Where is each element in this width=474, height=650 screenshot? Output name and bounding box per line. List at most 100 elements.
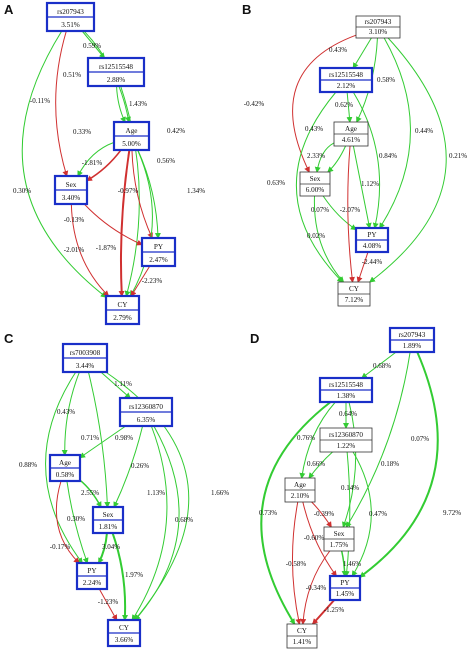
panel-b-edge-label: 0.44% [415, 127, 433, 135]
node-value: 2.88% [107, 76, 126, 84]
panel-c-edge-label: 1.66% [211, 489, 229, 497]
node-name: PY [340, 579, 350, 587]
panel-b-edge-label: -2.44% [362, 258, 383, 266]
panel-c-edge-label: 0.98% [115, 434, 133, 442]
panel-b-edge-rs207943-sex [292, 30, 362, 173]
panel-d-edge-sex-cy [300, 545, 336, 625]
node-value: 1.38% [337, 392, 356, 400]
node-value: 1.75% [330, 541, 349, 549]
node-value: 1.22% [337, 442, 356, 450]
node-name: CY [119, 624, 130, 632]
edge-labels-layer: 0.59%0.51%-0.11%1.43%0.33%0.42%0.30%-1.8… [13, 42, 467, 614]
panel-d-edge-rs12360870-py [343, 446, 351, 577]
panel-a-node-rs207943: rs207943 3.51% [45, 1, 96, 33]
node-name: Sex [103, 511, 114, 519]
panel-a-edge-label: -1.81% [82, 159, 103, 167]
node-name: rs12360870 [129, 403, 163, 411]
node-name: CY [118, 301, 129, 309]
panel-b-edge-rs207943-rs12515548 [352, 32, 377, 69]
panel-d-edge-label: 0.64% [339, 410, 357, 418]
panel-a-edge-label: -2.23% [142, 277, 163, 285]
node-name: CY [349, 285, 360, 293]
panel-a-edge-label: 0.30% [13, 187, 31, 195]
panel-d-edge-label: -0.34% [306, 584, 327, 592]
node-value: 3.51% [61, 21, 80, 29]
panel-c-edge-py-cy [94, 583, 118, 621]
panel-a-edge-label: -0.13% [64, 216, 85, 224]
panel-a-node-py: PY 2.47% [140, 236, 177, 268]
panel-a-edge-rs207943-sex [55, 25, 71, 177]
panel-a-edge-py-cy [130, 260, 155, 297]
edges-layer [21, 25, 447, 625]
panel-a-edge-label: 0.59% [83, 42, 101, 50]
panel-d-edge-label: -0.39% [314, 510, 335, 518]
panel-label-b: B [242, 2, 251, 17]
panel-b-edge-label: 2.33% [307, 152, 325, 160]
node-value: 1.45% [336, 590, 355, 598]
panel-c-edge-label: 1.97% [125, 571, 143, 579]
node-name: PY [154, 243, 164, 251]
panel-a-edge-age-py [133, 144, 161, 239]
panel-b-edge-label: 0.21% [449, 152, 467, 160]
panel-d-edge-rs207943-py [359, 346, 439, 578]
panel-d-edge-sex-py [337, 545, 348, 577]
node-value: 0.58% [56, 471, 75, 479]
node-name: Age [345, 125, 357, 133]
panel-a-edge-label: 0.56% [157, 157, 175, 165]
panel-d-edge-label: -0.60% [304, 534, 325, 542]
panel-b-edge-sex-cy [311, 190, 345, 283]
panel-a-edge-age-cy [118, 144, 134, 297]
panel-a-edge-sex-cy [68, 198, 110, 297]
panel-a-edge-sex-py [78, 198, 143, 246]
panel-c-edge-age-py [55, 475, 80, 564]
node-name: rs207943 [57, 8, 84, 16]
panel-d-edge-label: 0.18% [381, 460, 399, 468]
panel-b-edge-py-cy [356, 246, 373, 283]
panel-a-edge-label: 1.34% [187, 187, 205, 195]
panel-c-edge-label: 1.13% [147, 489, 165, 497]
panel-d-edge-label: 0.47% [369, 510, 387, 518]
node-value: 2.47% [149, 256, 168, 264]
panel-c-edge-label: 0.26% [131, 462, 149, 470]
nodes-layer: rs2079433.51%rs125155482.88%Age5.00%Sex3… [45, 1, 436, 649]
panel-a-edge-label: 1.43% [129, 100, 147, 108]
panel-d-edge-label: 9.72% [443, 509, 461, 517]
panel-b-edge-label: 0.84% [379, 152, 397, 160]
panel-c-edge-rs12360870-cy [134, 420, 180, 621]
node-value: 3.40% [62, 194, 81, 202]
node-name: rs7003908 [70, 349, 101, 357]
panel-c-edge-label: 0.43% [57, 408, 75, 416]
node-value: 3.10% [369, 28, 388, 36]
panel-d-node-cy: CY1.41% [286, 623, 318, 649]
panel-a-edge-label: -0.11% [30, 97, 50, 105]
panel-b-edge-rs207943-py [379, 32, 411, 229]
panel-d-edge-label: -1.25% [324, 606, 345, 614]
panel-a-node-cy: CY2.79% [104, 294, 141, 326]
node-value: 1.41% [293, 638, 312, 646]
panel-b-edge-label: 0.43% [329, 46, 347, 54]
panel-d-edge-label: 0.73% [259, 509, 277, 517]
panel-c-edge-label: -1.23% [98, 598, 119, 606]
node-value: 1.81% [99, 523, 118, 531]
panel-b-edge-label: 0.43% [305, 125, 323, 133]
panel-d-edge-label: 0.66% [307, 460, 325, 468]
panel-b-node-py: PY4.08% [354, 226, 390, 254]
panel-c-node-sex: Sex 1.81% [91, 505, 125, 535]
panel-b-node-cy: CY7.12% [337, 281, 371, 307]
panel-c-node-cy: CY3.66% [106, 618, 142, 648]
panel-d-edge-label: 0.68% [373, 362, 391, 370]
panel-a-edge-label: -1.87% [96, 244, 117, 252]
panel-b-edge-label: 0.58% [377, 76, 395, 84]
node-name: PY [87, 567, 97, 575]
